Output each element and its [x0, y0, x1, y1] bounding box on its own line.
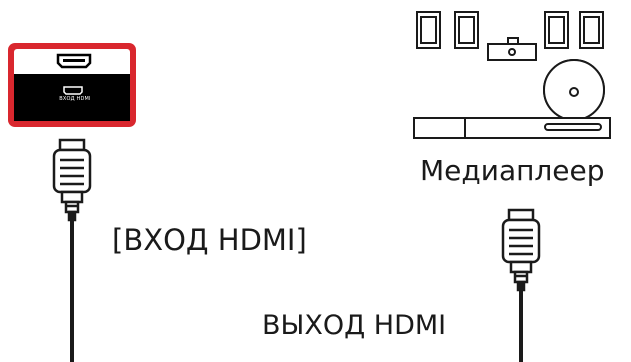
- hdmi-port-icon: [56, 53, 92, 69]
- hdmi-in-label: [ВХОД HDMI]: [112, 223, 307, 257]
- display-port-panel: [8, 43, 136, 127]
- media-player-system: [413, 11, 611, 139]
- speaker-icon: [454, 11, 479, 49]
- media-player-label: Медиаплеер: [420, 154, 605, 187]
- hdmi-port-small-icon: [63, 86, 83, 95]
- speaker-icon: [579, 11, 604, 49]
- hdmi-plug-right-icon: [501, 208, 541, 292]
- hdmi-out-label: ВЫХОД HDMI: [262, 310, 447, 341]
- speaker-icon: [416, 11, 441, 49]
- port-caption: ВХОД HDMI: [59, 96, 91, 102]
- speaker-icon: [544, 11, 569, 49]
- hdmi-plug-left-icon: [52, 138, 92, 222]
- subwoofer-icon: [543, 58, 605, 122]
- center-speaker-icon: [487, 37, 537, 61]
- media-player-deck-icon: [413, 117, 611, 139]
